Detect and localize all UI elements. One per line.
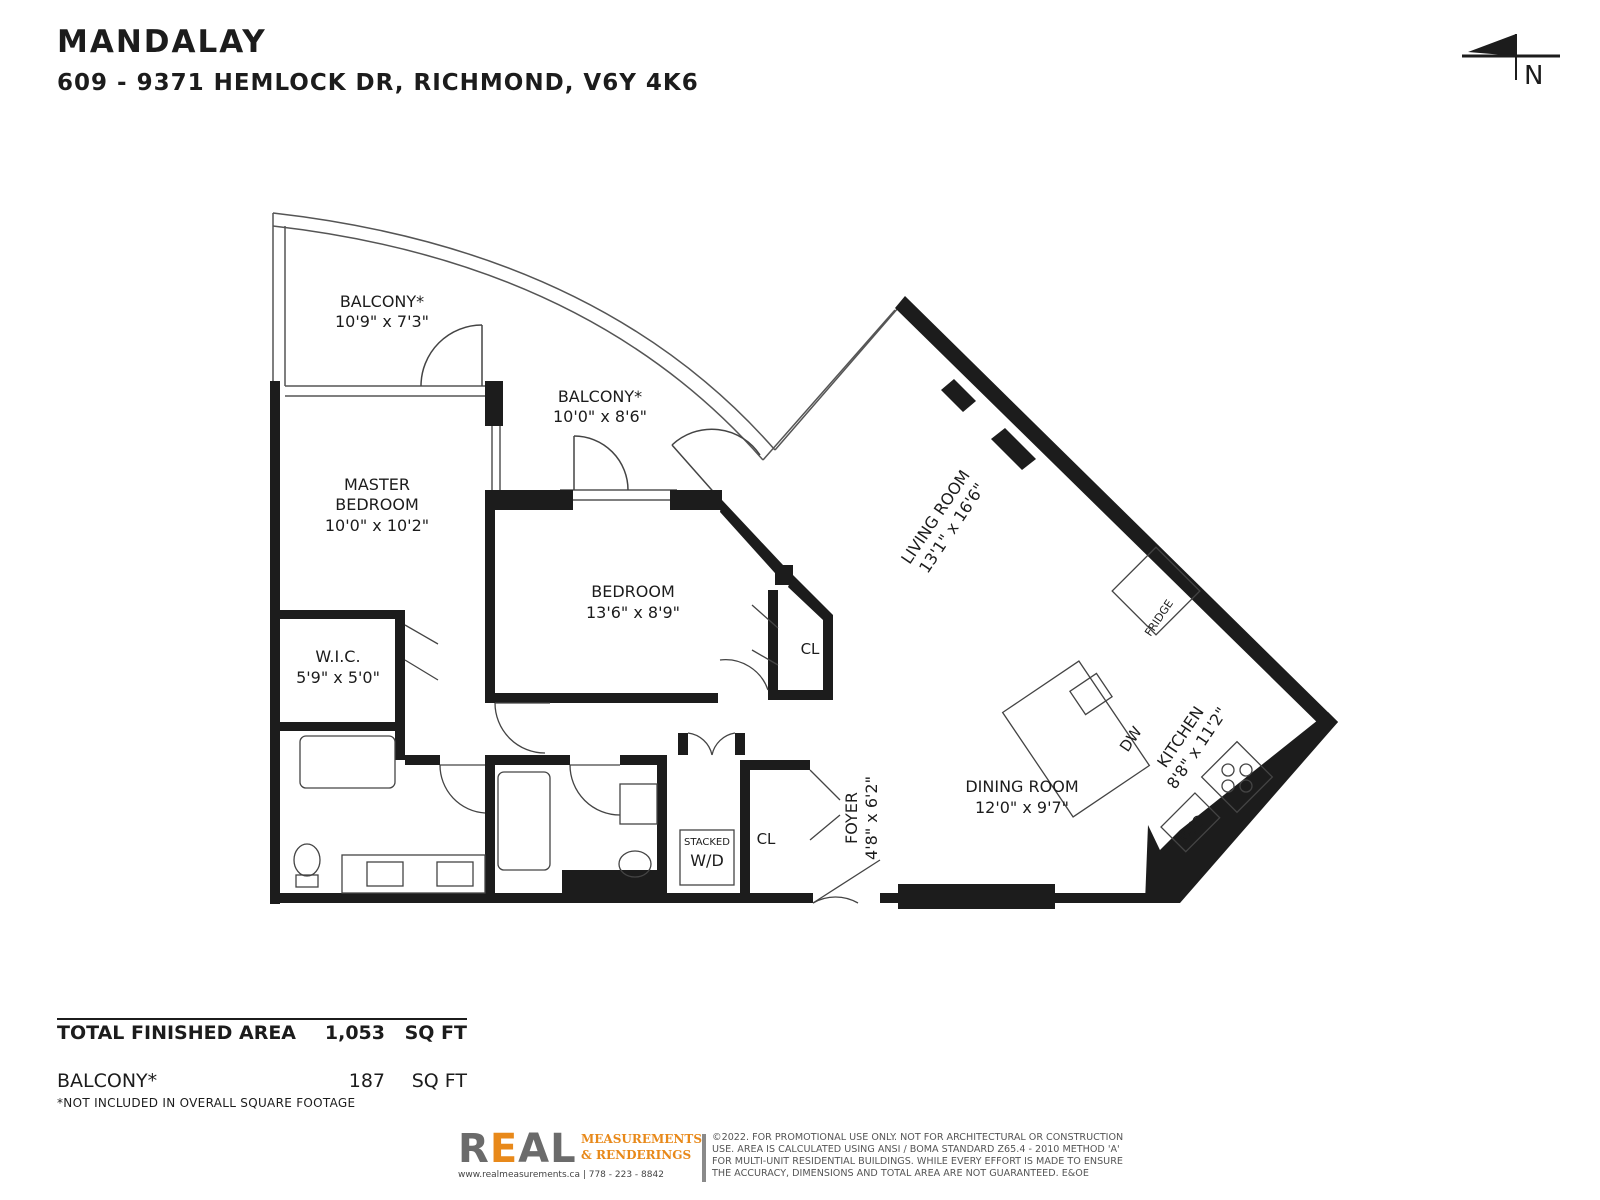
master-bedroom-name-2: BEDROOM xyxy=(335,495,419,514)
property-address: 609 - 9371 HEMLOCK DR, RICHMOND, V6Y 4K6 xyxy=(57,70,699,96)
vanity-main xyxy=(619,783,658,825)
balcony-east-size: 10'0" x 8'6" xyxy=(553,407,647,426)
kitchen-sink xyxy=(1069,672,1113,716)
total-area-unit: SQ FT xyxy=(404,1022,467,1044)
balcony-east-name: BALCONY* xyxy=(558,387,642,406)
balcony-area-value: 187 xyxy=(348,1070,385,1092)
fixtures xyxy=(293,546,1274,894)
master-bedroom-name-1: MASTER xyxy=(344,475,410,494)
company-logo: REAL MEASUREMENTS & RENDERINGS www.realm… xyxy=(458,1126,702,1182)
stacked-wd-box xyxy=(679,829,735,886)
balcony-outline xyxy=(272,212,906,501)
master-bedroom-size: 10'0" x 10'2" xyxy=(325,516,429,535)
closet-entry-label: CL xyxy=(757,830,776,848)
exterior-walls xyxy=(270,296,1338,909)
plan-title: MANDALAY xyxy=(57,24,267,60)
stacked-label: STACKED xyxy=(684,837,730,848)
logo-line-2: & RENDERINGS xyxy=(581,1148,692,1162)
wd-label: W/D xyxy=(690,851,724,870)
balcony-west-size: 10'9" x 7'3" xyxy=(335,312,429,331)
wic-name: W.I.C. xyxy=(315,647,360,666)
disclaimer-text: ©2022. FOR PROMOTIONAL USE ONLY. NOT FOR… xyxy=(712,1132,1124,1179)
north-label: N xyxy=(1524,61,1543,91)
logo-line-1: MEASUREMENTS xyxy=(581,1132,702,1146)
bedroom-name: BEDROOM xyxy=(591,582,675,601)
footer-divider xyxy=(702,1134,706,1182)
wall-oven-box xyxy=(1160,792,1221,853)
balcony-doors xyxy=(420,324,761,498)
kitchen-island xyxy=(1001,660,1151,818)
balcony-west-name: BALCONY* xyxy=(340,292,424,311)
dining-room-size: 12'0" x 9'7" xyxy=(975,798,1069,817)
bedroom-size: 13'6" x 8'9" xyxy=(586,603,680,622)
area-divider xyxy=(57,1018,467,1020)
room-labels: BALCONY* 10'9" x 7'3" BALCONY* 10'0" x 8… xyxy=(296,292,1231,860)
north-arrow-icon: N xyxy=(1462,34,1560,91)
total-area-value: 1,053 xyxy=(324,1022,385,1044)
fridge-box xyxy=(1111,546,1201,636)
logo-contact: www.realmeasurements.ca | 778 - 223 - 88… xyxy=(458,1170,664,1180)
toilet-master xyxy=(293,843,321,877)
total-area-label: TOTAL FINISHED AREA xyxy=(57,1022,297,1044)
foyer-size: 4'8" x 6'2" xyxy=(862,776,881,860)
interior-doors xyxy=(404,604,881,904)
closet-bedroom-label: CL xyxy=(801,640,820,658)
area-footnote: *NOT INCLUDED IN OVERALL SQUARE FOOTAGE xyxy=(57,1096,356,1110)
vanity-master xyxy=(341,854,486,894)
logo-wordmark: REAL xyxy=(458,1126,577,1172)
dw-label: DW xyxy=(1116,723,1146,755)
fixture-labels: CL CL STACKED W/D FRIDGE DW W/O xyxy=(684,597,1209,870)
balcony-area-label: BALCONY* xyxy=(57,1070,158,1092)
foyer-name: FOYER xyxy=(842,792,861,844)
dining-room-name: DINING ROOM xyxy=(965,777,1078,796)
cooktop xyxy=(1200,740,1274,814)
toilet-main xyxy=(618,850,652,878)
bathtub-master xyxy=(299,735,396,789)
balcony-area-unit: SQ FT xyxy=(411,1070,467,1092)
wic-size: 5'9" x 5'0" xyxy=(296,668,380,687)
interior-walls xyxy=(275,490,833,895)
bathtub-main xyxy=(497,771,551,871)
